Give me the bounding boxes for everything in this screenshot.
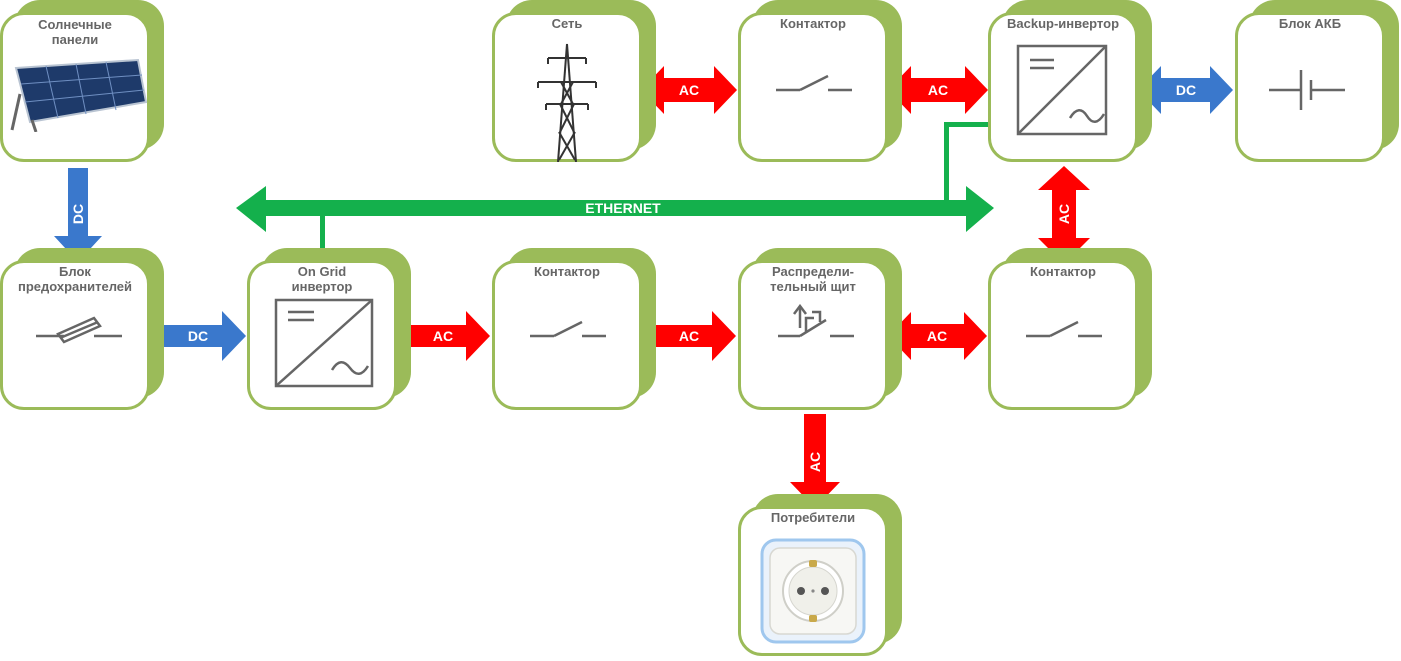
- node-backup-inverter-label: Backup-инвертор: [1006, 16, 1120, 31]
- power-tower-icon: [537, 43, 597, 162]
- arrow-board-consumers: AC: [790, 414, 840, 508]
- arrow-backup-contactor: AC: [1038, 166, 1090, 264]
- arrow-solar-fuse: DC: [54, 168, 102, 262]
- arrow-fuse-inverter: DC: [152, 311, 246, 361]
- inverter-icon: [274, 298, 374, 388]
- node-grid: Сеть: [492, 0, 656, 162]
- arrow-backup-contactor-label: AC: [1056, 204, 1072, 224]
- power-socket-icon: [760, 538, 866, 644]
- ethernet-line-backup-horizontal: [944, 122, 990, 127]
- arrow-solar-fuse-label: DC: [70, 204, 86, 224]
- contactor-switch-icon: [1026, 320, 1102, 338]
- arrow-contactor-backup: AC: [888, 66, 988, 114]
- node-consumers-label: Потребители: [770, 510, 856, 525]
- arrow-contactor-board: AC: [643, 311, 736, 361]
- arrow-grid-contactor: AC: [641, 66, 737, 114]
- node-contactor-right: Контактор: [988, 248, 1152, 410]
- node-contactor-right-label: Контактор: [1030, 264, 1096, 279]
- arrow-board-contactor-label: AC: [927, 328, 947, 344]
- ethernet-bus: ETHERNET: [236, 122, 994, 264]
- node-grid-label: Сеть: [551, 16, 583, 31]
- node-contactor-top: Контактор: [738, 0, 902, 162]
- ethernet-label: ETHERNET: [585, 200, 661, 216]
- arrow-fuse-inverter-label: DC: [188, 328, 208, 344]
- arrow-inverter-contactor-label: AC: [433, 328, 453, 344]
- node-backup-inverter: Backup-инвертор: [988, 0, 1152, 162]
- node-battery: Блок АКБ: [1235, 0, 1399, 162]
- fuse-icon: [36, 316, 122, 344]
- ethernet-line-backup-vertical: [944, 122, 949, 202]
- contactor-switch-icon: [776, 74, 852, 92]
- arrow-backup-battery-label: DC: [1176, 82, 1196, 98]
- arrow-contactor-backup-label: AC: [928, 82, 948, 98]
- ethernet-arrow: [236, 186, 994, 232]
- arrow-board-consumers-label: AC: [807, 452, 823, 472]
- arrow-inverter-contactor: AC: [398, 311, 490, 361]
- circuit-breaker-icon: [778, 304, 854, 338]
- node-consumers: Потребители: [738, 494, 902, 656]
- node-distribution-board-label: Распредели-тельный щит: [770, 264, 856, 294]
- ethernet-line-inverter: [320, 216, 325, 264]
- arrow-board-contactor: AC: [888, 312, 987, 360]
- battery-icon: [1269, 70, 1345, 110]
- node-contactor-mid-label: Контактор: [534, 264, 600, 279]
- arrow-contactor-board-label: AC: [679, 328, 699, 344]
- inverter-icon: [1016, 44, 1108, 136]
- node-contactor-mid: Контактор: [492, 248, 656, 410]
- solar-panel-icon: [10, 58, 148, 132]
- node-distribution-board: Распредели-тельный щит: [738, 248, 902, 410]
- node-battery-label: Блок АКБ: [1278, 16, 1342, 31]
- arrow-backup-battery: DC: [1138, 66, 1233, 114]
- contactor-switch-icon: [530, 320, 606, 338]
- node-contactor-top-label: Контактор: [780, 16, 846, 31]
- arrow-grid-contactor-label: AC: [679, 82, 699, 98]
